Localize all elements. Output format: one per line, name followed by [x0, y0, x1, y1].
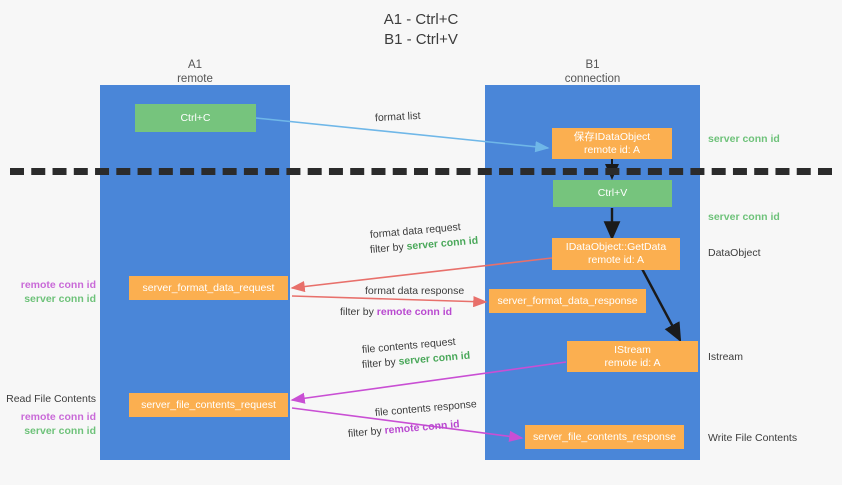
title-line-2: B1 - Ctrl+V — [384, 31, 458, 48]
arrow-label-fdres-id: remote conn id — [376, 306, 453, 318]
note-istream: Istream — [708, 351, 744, 363]
node-server-file-contents-request[interactable]: server_file_contents_request — [129, 393, 288, 417]
arrow-label-format-list: format list — [375, 109, 421, 126]
arrow-label-fdreq-prefix: filter by — [369, 240, 408, 256]
node-getdata-sub: remote id: A — [587, 254, 645, 266]
lane-a1-name: A1 — [187, 59, 203, 71]
node-istream[interactable]: IStream remote id: A — [567, 341, 698, 372]
note-server-conn-id-second: server conn id — [708, 211, 780, 223]
node-istream-sub: remote id: A — [604, 356, 661, 369]
note-server-conn-id-pair-top: server conn id — [24, 293, 96, 305]
arrow-label-file-contents-request: file contents request filter by server c… — [361, 336, 470, 373]
note-remote-conn-id-top: remote conn id — [20, 279, 96, 291]
arrow-label-file-contents-response: file contents response filter by remote … — [347, 398, 477, 442]
node-server-format-data-response[interactable]: server_format_data_response — [489, 289, 646, 313]
note-server-conn-id-top: server conn id — [708, 133, 780, 145]
arrow-label-fcres-prefix: filter by — [347, 424, 386, 440]
node-server-format-data-request-label: server_format_data_request — [142, 281, 275, 294]
node-server-file-contents-response-label: server_file_contents_response — [532, 430, 676, 443]
arrow-label-fcres-id: remote conn id — [384, 418, 461, 437]
node-ctrl-v-label: Ctrl+V — [597, 187, 628, 199]
lane-a1-subtitle: remote — [177, 73, 213, 85]
note-read-file-contents: Read File Contents — [6, 393, 96, 405]
node-server-format-data-response-label: server_format_data_response — [497, 294, 638, 307]
note-remote-conn-id-bottom: remote conn id — [20, 411, 96, 423]
node-istream-label: IStream — [614, 343, 651, 356]
node-save-idataobject-label: 保存IDataObject — [573, 130, 651, 143]
lane-header-a1: A1 remote — [100, 58, 290, 86]
page-title: A1 - Ctrl+C B1 - Ctrl+V — [0, 10, 842, 50]
node-save-idataobject[interactable]: 保存IDataObject remote id: A — [552, 128, 672, 159]
arrow-label-format-data-request: format data request filter by server con… — [369, 221, 478, 258]
arrow-label-fdres-prefix: filter by — [340, 306, 377, 318]
node-ctrl-c-label: Ctrl+C — [180, 111, 211, 124]
lane-b1-name: B1 — [585, 59, 600, 71]
node-idataobject-getdata[interactable]: IDataObject::GetData remote id: A — [552, 238, 680, 270]
lane-b1-subtitle: connection — [564, 73, 621, 85]
title-line-1: A1 - Ctrl+C — [383, 11, 459, 28]
arrow-label-fcres-line1: file contents response — [374, 398, 478, 419]
phase-divider — [10, 168, 832, 175]
node-server-file-contents-response[interactable]: server_file_contents_response — [525, 425, 684, 449]
note-dataobject: DataObject — [708, 247, 761, 259]
node-ctrl-v[interactable]: Ctrl+V — [553, 180, 672, 207]
arrow-label-format-list-text: format list — [374, 109, 421, 125]
note-conn-id-pair-top: remote conn id server conn id — [0, 278, 96, 306]
note-server-conn-id-pair-bottom: server conn id — [24, 425, 96, 437]
arrow-label-fdres-line1: format data response — [365, 285, 465, 297]
lane-header-b1: B1 connection — [485, 58, 700, 86]
note-conn-id-pair-bottom: remote conn id server conn id — [0, 410, 96, 438]
node-save-idataobject-sub: remote id: A — [583, 143, 641, 156]
node-server-format-data-request[interactable]: server_format_data_request — [129, 276, 288, 300]
arrow-label-fcreq-prefix: filter by — [361, 355, 400, 371]
node-ctrl-c[interactable]: Ctrl+C — [135, 104, 256, 132]
note-write-file-contents: Write File Contents — [708, 432, 798, 444]
node-getdata-label: IDataObject::GetData — [565, 241, 667, 253]
node-server-file-contents-request-label: server_file_contents_request — [141, 398, 276, 411]
arrow-label-format-data-response: format data response filter by remote co… — [340, 284, 465, 320]
